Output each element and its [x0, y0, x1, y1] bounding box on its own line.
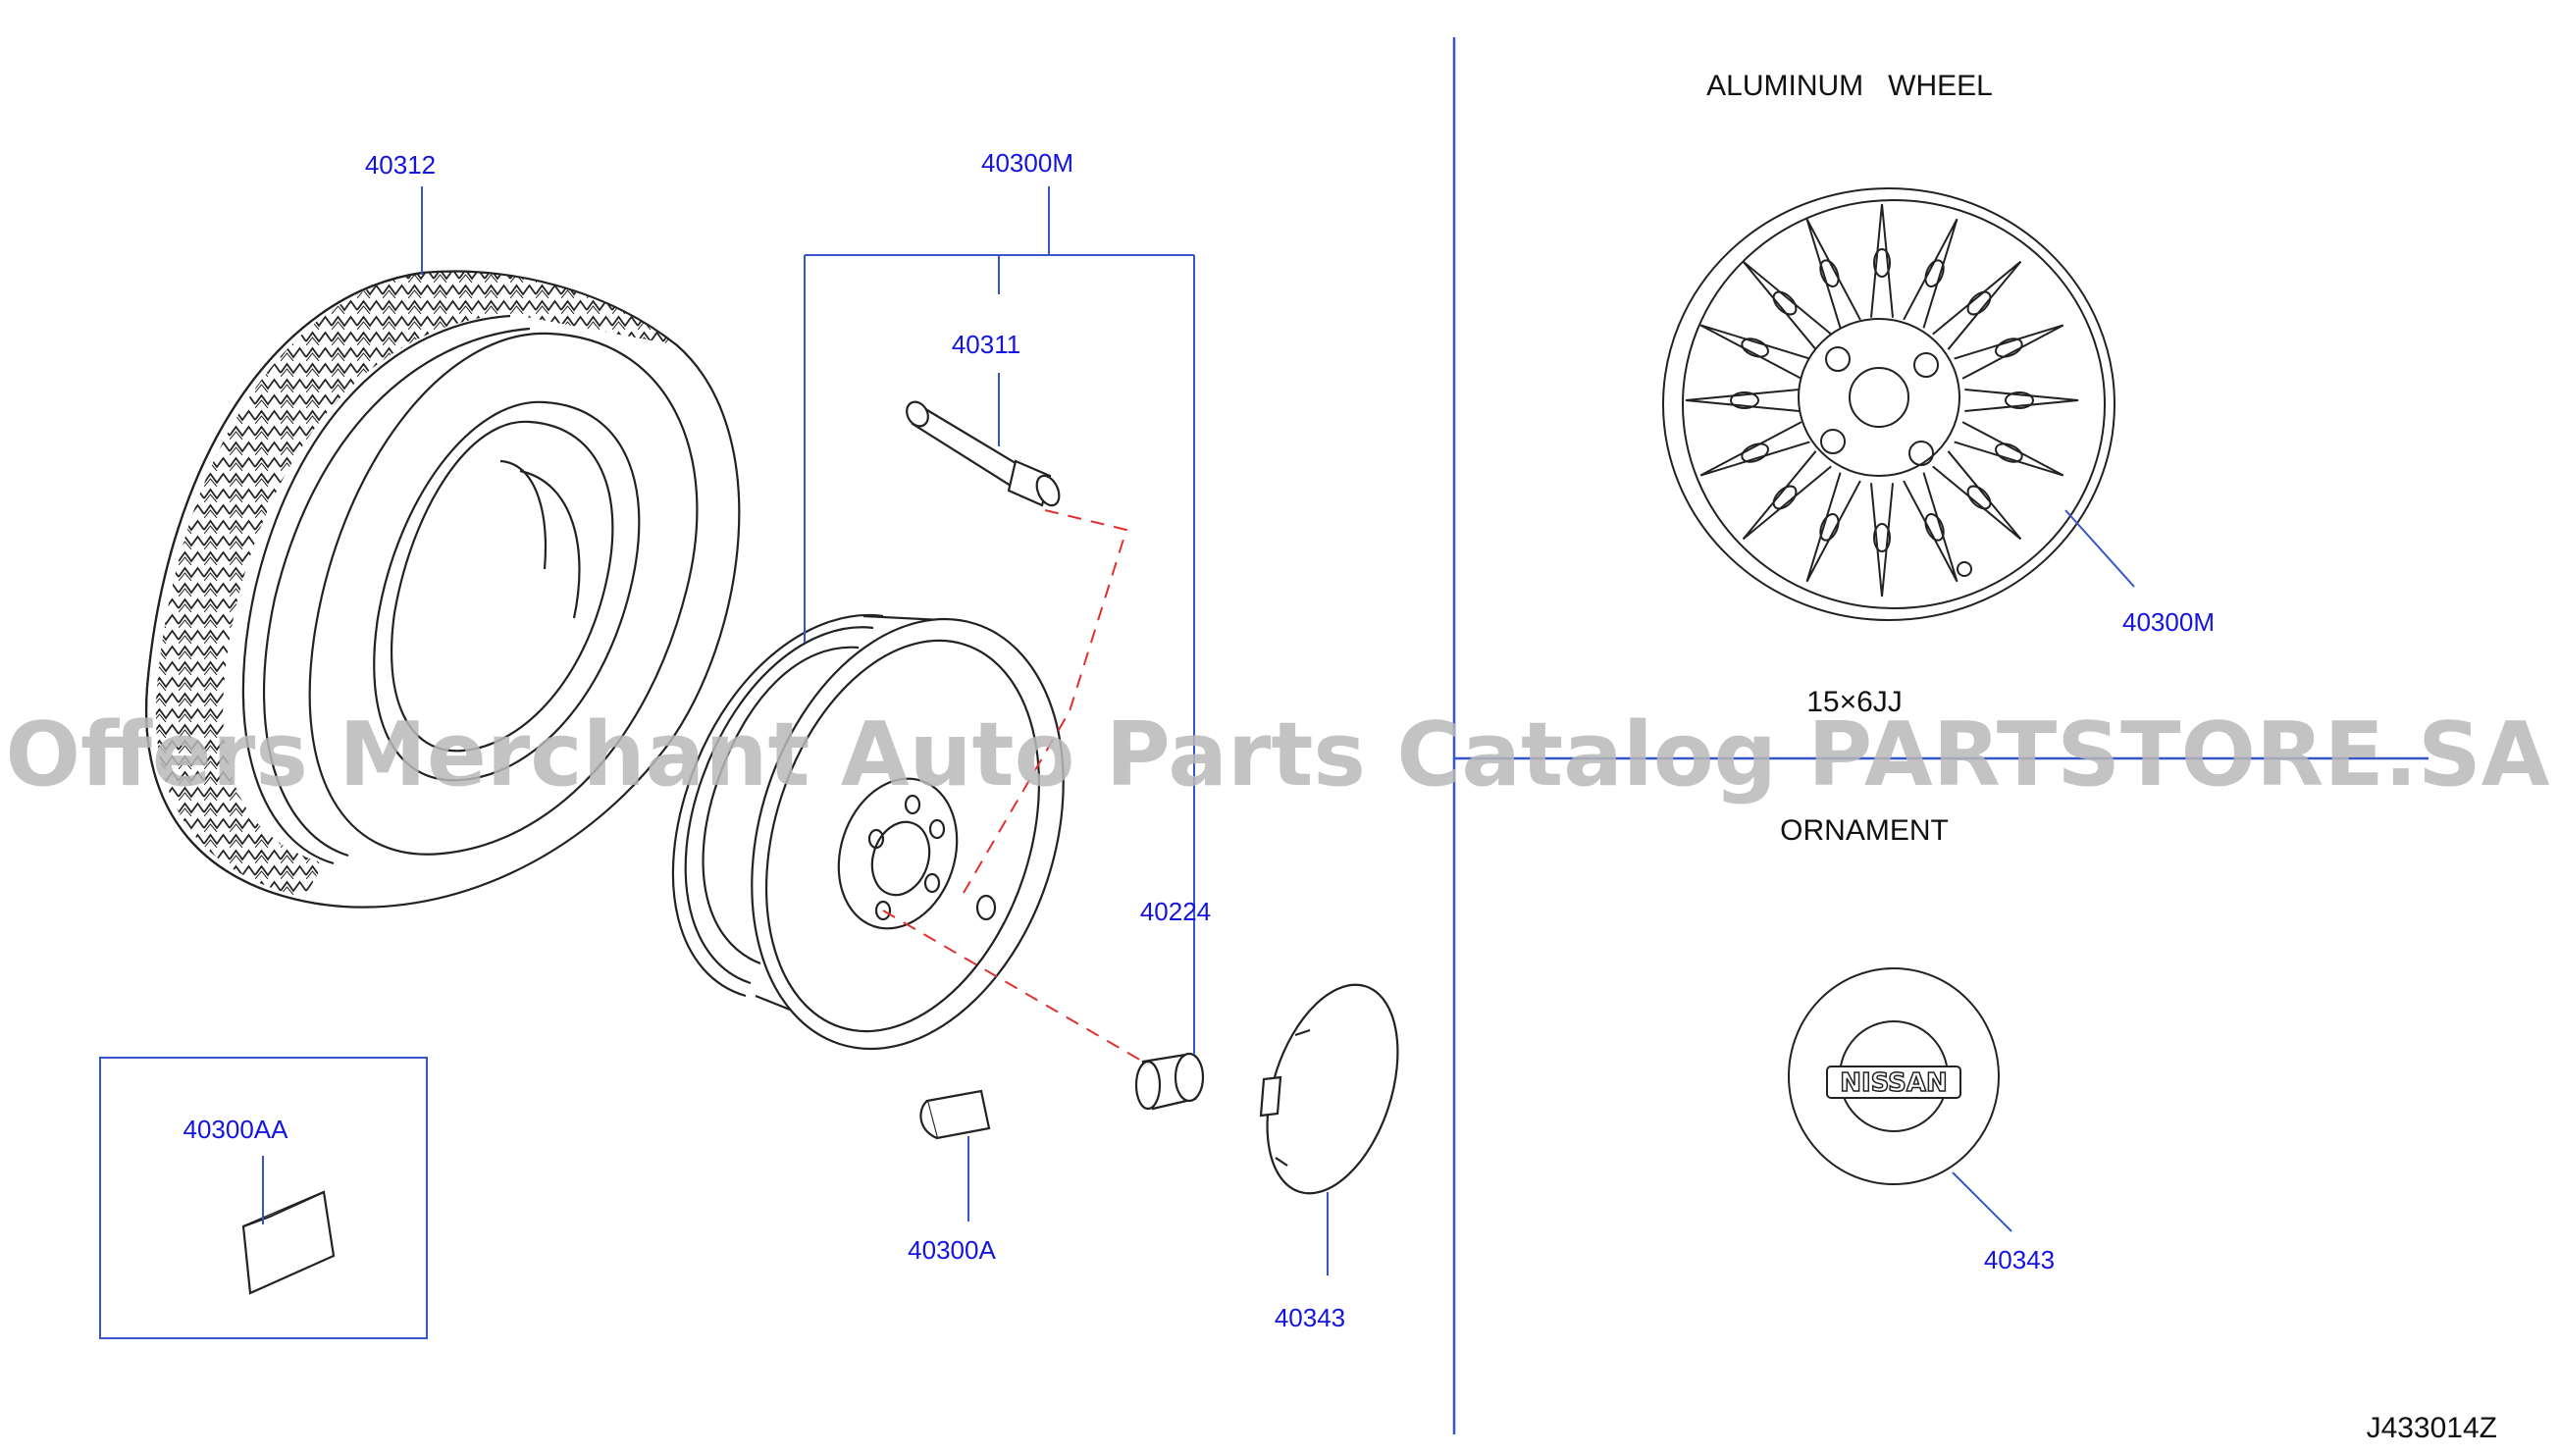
alloy-spoke — [1932, 260, 2022, 350]
tire-drawing — [144, 270, 741, 909]
alloy-spoke — [1869, 203, 1895, 318]
alloy-spoke — [1903, 472, 1958, 583]
label-wheel-assembly[interactable]: 40300M — [981, 148, 1073, 178]
alloy-spoke-window — [1772, 485, 1798, 510]
alloy-spoke — [1932, 450, 2022, 541]
center-cap-drawing — [1259, 983, 1399, 1195]
ornament-drawing — [1788, 967, 2000, 1185]
watermark-text: Offers Merchant Auto Parts Catalog PARTS… — [6, 703, 2550, 806]
alloy-spoke — [1742, 260, 1832, 350]
dashed-leaders — [882, 509, 1149, 1066]
label-tire[interactable]: 40312 — [365, 150, 436, 180]
label-valve[interactable]: 40311 — [952, 330, 1020, 359]
label-weight-inner[interactable]: 40300AA — [183, 1115, 289, 1144]
label-ornament[interactable]: 40343 — [1984, 1245, 2055, 1274]
label-weight-outer[interactable]: 40300A — [908, 1235, 996, 1265]
drawing-code: J433014Z — [2367, 1412, 2497, 1444]
alloy-spoke — [1699, 421, 1810, 477]
balance-weight-outer-drawing — [919, 1089, 991, 1140]
label-alloy-wheel[interactable]: 40300M — [2122, 607, 2215, 637]
alloy-spoke-window — [2005, 391, 2034, 409]
alloy-spoke — [1954, 324, 2064, 380]
alloy-spoke-window — [1995, 338, 2023, 358]
alloy-spoke-window — [1966, 485, 1992, 510]
leader-lines — [262, 186, 2135, 1275]
watermark: Offers Merchant Auto Parts Catalog PARTS… — [6, 703, 2550, 806]
alloy-spoke-window — [1873, 248, 1891, 278]
steel-wheel-drawing — [671, 613, 1065, 1051]
alloy-spoke-window — [1924, 259, 1945, 287]
alloy-spoke-window — [1730, 391, 1759, 409]
alloy-spoke-window — [1819, 259, 1840, 287]
alloy-spoke — [1954, 421, 2064, 477]
nissan-badge-text: NISSAN — [1840, 1068, 1948, 1098]
alloy-wheel-drawing — [1662, 187, 2115, 621]
alloy-spoke — [1805, 218, 1861, 329]
alloy-spoke — [1869, 483, 1895, 598]
valve-stem-drawing — [906, 400, 1061, 507]
alloy-spoke-window — [1772, 290, 1798, 316]
balance-weight-inner-drawing — [241, 1190, 336, 1295]
alloy-spoke-window — [1966, 290, 1992, 316]
heading-aluminum-wheel: ALUMINUM WHEEL — [1706, 70, 1993, 102]
alloy-spoke — [1964, 388, 2079, 413]
label-cap[interactable]: 40343 — [1275, 1303, 1345, 1332]
alloy-spoke-window — [1873, 523, 1891, 552]
heading-wheel-size: 15×6JJ — [1806, 686, 1903, 718]
alloy-spoke — [1742, 450, 1832, 541]
alloy-spoke-window — [1995, 442, 2023, 463]
alloy-spoke-window — [1819, 513, 1840, 542]
inset-box — [99, 1057, 428, 1339]
alloy-spoke — [1903, 218, 1958, 329]
alloy-spoke — [1805, 472, 1861, 583]
alloy-spoke-window — [1741, 442, 1769, 463]
wheel-nut-drawing — [1134, 1052, 1205, 1111]
heading-ornament: ORNAMENT — [1780, 814, 1949, 847]
alloy-spoke — [1699, 324, 1810, 380]
alloy-spoke — [1685, 388, 1800, 413]
alloy-spoke-window — [1924, 513, 1945, 542]
label-nut[interactable]: 40224 — [1140, 897, 1211, 926]
alloy-spoke-window — [1741, 338, 1769, 358]
